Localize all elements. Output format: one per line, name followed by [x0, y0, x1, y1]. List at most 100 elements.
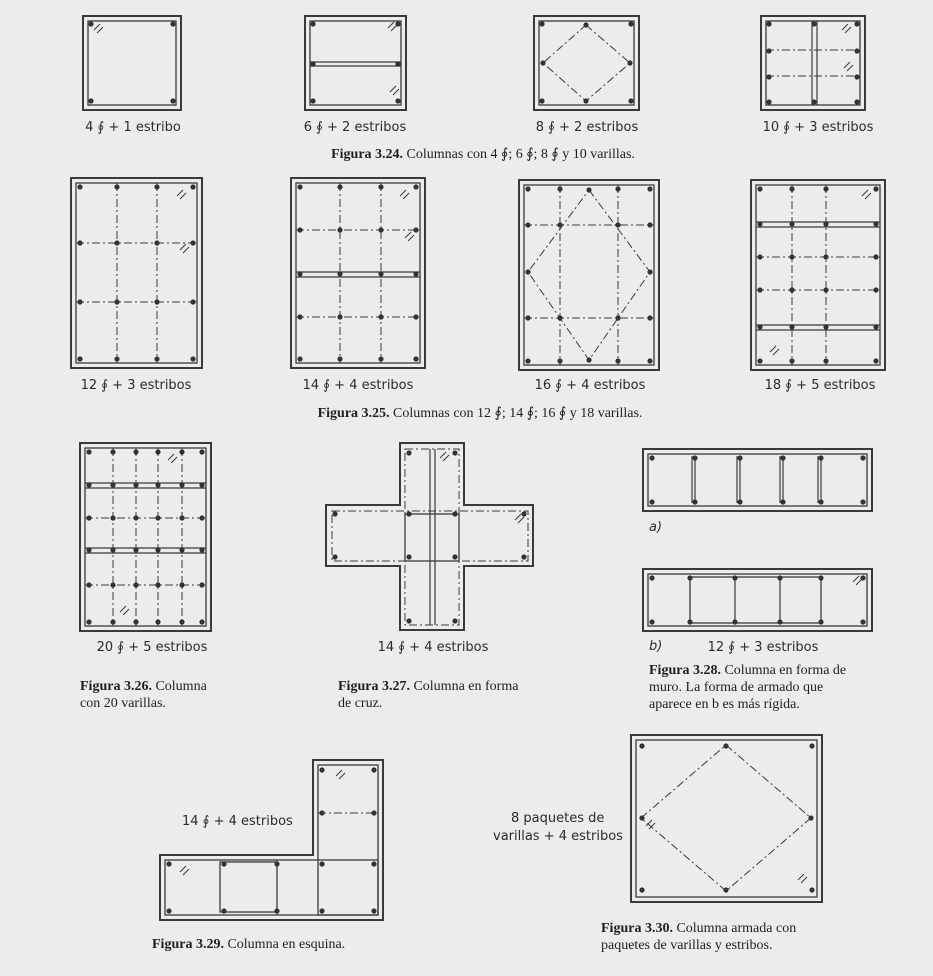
- fig328b-outline: [642, 568, 873, 632]
- rebar: [371, 908, 377, 914]
- rebar: [179, 515, 185, 521]
- rebar: [639, 815, 645, 821]
- rebar: [873, 254, 879, 260]
- rebar: [110, 482, 116, 488]
- rebar: [823, 186, 829, 192]
- rebar: [155, 582, 161, 588]
- fig329-label: 14 ∮ + 4 estribos: [182, 814, 293, 829]
- rebar: [77, 240, 83, 246]
- fig327-outline: [325, 442, 534, 631]
- fig324c-outline: [533, 15, 640, 111]
- rebar: [628, 98, 634, 104]
- tie-hook: [852, 575, 863, 586]
- rebar: [860, 499, 866, 505]
- rebar: [155, 482, 161, 488]
- tie-hook: [645, 819, 656, 830]
- rebar: [86, 582, 92, 588]
- fig326-caption-text1: Columna: [155, 679, 207, 694]
- fig325a-outline: [70, 177, 203, 369]
- rebar: [114, 240, 120, 246]
- fig324d-outline: [760, 15, 866, 111]
- rebar: [818, 499, 824, 505]
- rebar: [525, 269, 531, 275]
- rebar: [166, 908, 172, 914]
- rebar: [525, 315, 531, 321]
- rebar: [337, 314, 343, 320]
- tie-hook: [167, 453, 178, 464]
- rebar: [199, 547, 205, 553]
- rebar: [789, 221, 795, 227]
- rebar: [310, 98, 316, 104]
- rebar: [452, 511, 458, 517]
- rebar: [539, 98, 545, 104]
- rebar: [873, 358, 879, 364]
- rebar: [809, 743, 815, 749]
- rebar: [873, 186, 879, 192]
- tie-hook: [769, 345, 780, 356]
- fig330-label-line2: varillas + 4 estribos: [493, 829, 623, 844]
- rebar: [732, 575, 738, 581]
- rebar: [166, 861, 172, 867]
- rebar: [860, 455, 866, 461]
- rebar: [557, 315, 563, 321]
- rebar: [766, 21, 772, 27]
- rebar: [692, 455, 698, 461]
- rebar: [557, 186, 563, 192]
- rebar: [789, 254, 795, 260]
- rebar: [77, 299, 83, 305]
- rebar: [525, 358, 531, 364]
- rebar: [627, 60, 633, 66]
- rebar: [199, 449, 205, 455]
- rebar: [647, 315, 653, 321]
- rebar: [378, 184, 384, 190]
- rebar: [413, 356, 419, 362]
- rebar: [860, 619, 866, 625]
- rebar: [154, 299, 160, 305]
- rebar: [88, 98, 94, 104]
- rebar: [413, 314, 419, 320]
- rebar: [766, 99, 772, 105]
- fig325-caption-text: Columnas con 12 ∮; 14 ∮; 16 ∮ y 18 varil…: [393, 406, 643, 421]
- rebar: [133, 547, 139, 553]
- rebar: [732, 619, 738, 625]
- rebar: [155, 449, 161, 455]
- rebar: [818, 575, 824, 581]
- fig327-caption-text2: de cruz.: [338, 696, 383, 711]
- rebar: [639, 743, 645, 749]
- rebar: [88, 21, 94, 27]
- rebar: [378, 314, 384, 320]
- tie-hook: [387, 21, 398, 32]
- rebar: [199, 482, 205, 488]
- rebar: [406, 511, 412, 517]
- rebar: [780, 455, 786, 461]
- tie-hook: [389, 85, 400, 96]
- rebar: [647, 269, 653, 275]
- rebar: [452, 450, 458, 456]
- fig327-core-tie: [404, 513, 460, 562]
- tie-hook: [179, 243, 190, 254]
- rebar: [757, 324, 763, 330]
- rebar: [647, 186, 653, 192]
- rebar: [521, 554, 527, 560]
- rebar: [818, 455, 824, 461]
- rebar: [371, 861, 377, 867]
- rebar: [155, 619, 161, 625]
- rebar: [86, 449, 92, 455]
- rebar: [854, 21, 860, 27]
- rebar: [823, 324, 829, 330]
- fig326-caption: Figura 3.26. Columna con 20 varillas.: [80, 678, 207, 712]
- tie-hook: [93, 23, 104, 34]
- fig329-caption-text: Columna en esquina.: [227, 937, 346, 952]
- fig329-base-inner-tie: [219, 861, 278, 913]
- fig324-caption-number: Figura 3.24.: [331, 147, 404, 162]
- rebar: [647, 358, 653, 364]
- fig328-label-b: b): [649, 639, 663, 654]
- rebar: [873, 287, 879, 293]
- tie-hook: [404, 231, 415, 242]
- rebar: [789, 324, 795, 330]
- rebar: [337, 227, 343, 233]
- fig324-label-b: 6 ∮ + 2 estribos: [303, 120, 407, 135]
- tie-hook: [399, 189, 410, 200]
- rebar: [823, 221, 829, 227]
- fig328a-tie: [647, 453, 868, 507]
